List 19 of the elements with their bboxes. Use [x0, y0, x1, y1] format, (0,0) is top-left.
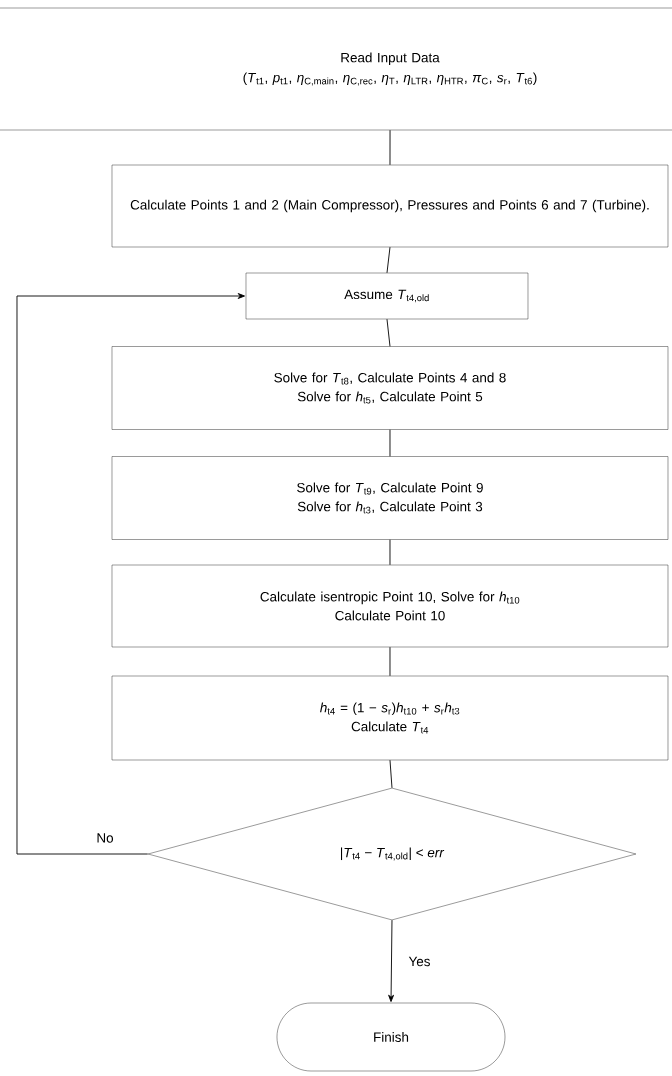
edge-label: No — [94, 831, 116, 845]
process-box: Calculate Points 1 and 2 (Main Compressor), Pressures and Points 6 and 7 (Turbine). — [111, 164, 669, 248]
arrow — [16, 293, 245, 855]
connector-line — [389, 646, 391, 677]
connector-line — [389, 129, 391, 166]
connector-line — [389, 429, 391, 457]
connector-line — [389, 759, 393, 789]
connector-line — [386, 246, 391, 274]
process-box: Solve for T$_{t8}$, Calculate Points 4 and 8 Solve for h$_{t5}$, Calculate Point 5 — [111, 346, 669, 430]
process-box: Solve for T$_{t9}$, Calculate Point 9 Solve for h$_{t3}$, Calculate Point 3 — [111, 456, 669, 540]
connector-line — [389, 539, 391, 566]
connector-line — [386, 318, 391, 347]
process-box: Assume T$_{t4,old}$ — [245, 272, 529, 320]
process-box: h$_{t4}$ = (1 − s$_{r}$)h$_{t10}$ + s$_{r}$h$_{t3}$ Calculate T$_{t4}$ — [111, 675, 669, 761]
process-box: Calculate isentropic Point 10, Solve for h$_{t10}$ Calculate Point 10 — [111, 564, 669, 648]
arrow — [388, 919, 394, 1002]
terminal-box: Finish — [276, 1002, 506, 1072]
input-parallelogram: Read Input Data (T$_{t1}$, p$_{t1}$, η$_{C,main}$, η$_{C,rec}$, η$_{T}$, η$_{LTR}$, η$_{HTR}$, π$_{C}$, s$_{r}$, T$_{t6}$) — [0, 7, 672, 131]
edge-label: Yes — [407, 955, 432, 968]
